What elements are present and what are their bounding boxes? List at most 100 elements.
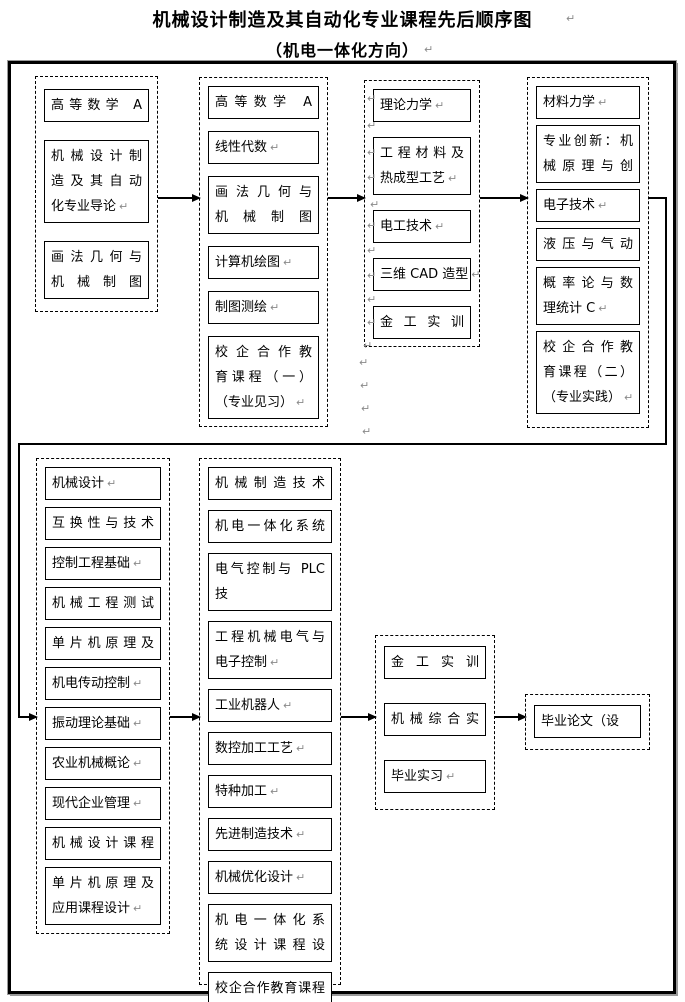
course-box: 专业创新：机械原理与创 — [536, 125, 640, 183]
course-group-stage-3: 理论力学↵工程材料及热成型工艺↵电工技术↵三维 CAD 造型↵金 工 实 训 — [364, 80, 480, 347]
course-label: 机械制造技术 — [215, 476, 325, 491]
course-box: 画法几何与机 械 制 图 — [208, 176, 319, 234]
page-title: 机械设计制造及其自动化专业课程先后顺序图 — [152, 10, 533, 31]
pilcrow-mark: ↵ — [133, 757, 143, 770]
course-box: 金 工 实 训 — [373, 306, 471, 339]
connector-segment — [18, 443, 667, 445]
connector-segment — [649, 197, 667, 199]
course-box: 校企合作教育课程（二） （专业实践）↵ — [536, 331, 640, 414]
course-label: （专业实践）↵ — [543, 390, 634, 405]
course-box: 三维 CAD 造型↵ — [373, 258, 481, 291]
course-box: 单片机原理及应用课程设计↵ — [45, 867, 161, 925]
course-box: 毕业实习↵ — [384, 760, 486, 793]
course-box: 先进制造技术↵ — [208, 818, 332, 851]
pilcrow-mark: ↵ — [367, 219, 377, 232]
course-box: 互换性与技术 — [45, 507, 161, 540]
page-subtitle: （机电一体化方向） — [265, 41, 419, 60]
course-label: 育课程（二） — [543, 365, 633, 380]
course-label: 应用课程设计↵ — [52, 901, 143, 916]
course-label: 毕业实习↵ — [391, 769, 456, 784]
course-box: 画法几何与机 械 制 图 — [44, 241, 149, 299]
course-label: 械原理与创 — [543, 159, 633, 174]
pilcrow-mark: ↵ — [119, 200, 129, 213]
course-box: 现代企业管理↵ — [45, 787, 161, 820]
course-label: 材料力学↵ — [543, 95, 608, 110]
course-box: 单片机原理及 — [45, 627, 161, 660]
flow-arrow-6-7 — [341, 713, 377, 721]
pilcrow-mark: ↵ — [367, 293, 377, 306]
course-label: 单片机原理及 — [52, 876, 154, 891]
pilcrow-mark: ↵ — [624, 391, 634, 404]
pilcrow-mark: ↵ — [270, 301, 280, 314]
course-label: 电工技术↵ — [380, 219, 445, 234]
course-label: 机 械 制 图 — [51, 275, 142, 290]
course-box: 电工技术↵ — [373, 210, 471, 243]
course-label: 制图测绘↵ — [215, 300, 280, 315]
pilcrow-mark: ↵ — [435, 220, 445, 233]
course-label: 画法几何与 — [51, 250, 142, 265]
flow-arrow-4-5 — [18, 713, 38, 721]
course-label: 热成型工艺↵ — [380, 171, 458, 186]
pilcrow-mark: ↵ — [270, 785, 280, 798]
course-box: 机 械 综 合 实 — [384, 703, 486, 736]
course-label: 电气控制与 PLC 技 — [215, 562, 325, 602]
course-group-stage-4: 材料力学↵ 专业创新：机械原理与创电子技术↵ 液压与气动概率论与数理统计 C↵ 校企合… — [527, 77, 649, 428]
course-label: 机械工程测试 — [52, 596, 154, 611]
pilcrow-mark: ↵ — [446, 770, 456, 783]
pilcrow-mark: ↵ — [367, 316, 377, 329]
course-label: 统设计课程设 — [215, 938, 325, 953]
course-label: 现代企业管理↵ — [52, 796, 143, 811]
course-box: 电气控制与 PLC 技 — [208, 553, 332, 611]
course-box: 高等数学 A — [44, 89, 149, 122]
pilcrow-mark: ↵ — [363, 339, 373, 352]
course-group-stage-6: 机械制造技术机电一体化系统电气控制与 PLC 技工程机械电气与电子控制↵工业机器… — [199, 458, 341, 1002]
course-box: 振动理论基础↵ — [45, 707, 161, 740]
flow-arrow-3-4 — [480, 194, 529, 202]
course-box: 材料力学↵ — [536, 86, 640, 119]
course-group-stage-7: 金 工 实 训机 械 综 合 实毕业实习↵ — [375, 635, 495, 810]
pilcrow-mark: ↵ — [598, 302, 608, 315]
course-label: 校企合作教 — [543, 340, 633, 355]
course-group-stage-5: 机械设计↵互换性与技术控制工程基础↵机械工程测试单片机原理及机电传动控制↵振动理… — [36, 458, 170, 934]
course-label: 化专业导论↵ — [51, 199, 129, 214]
course-label: 机械设计制 — [51, 149, 142, 164]
course-group-stage-8: 毕业论文（设 — [525, 694, 650, 750]
pilcrow-mark: ↵ — [361, 402, 371, 415]
pilcrow-mark: ↵ — [270, 656, 280, 669]
course-label: 造及其自动 — [51, 174, 142, 189]
course-box: 机械工程测试 — [45, 587, 161, 620]
course-label: 数控加工工艺↵ — [215, 741, 306, 756]
pilcrow-mark: ↵ — [296, 396, 306, 409]
course-label: 画法几何与 — [215, 185, 312, 200]
course-box: 毕业论文（设 — [534, 705, 641, 738]
course-label: 线性代数↵ — [215, 140, 280, 155]
course-label: 高等数学 A — [215, 95, 312, 110]
pilcrow-mark: ↵ — [296, 871, 306, 884]
course-label: 机 械 综 合 实 — [391, 712, 479, 727]
course-box: 校企合作教育课程（一）（专业见习）↵ — [208, 336, 319, 419]
course-box: 机械优化设计↵ — [208, 861, 332, 894]
pilcrow-mark: ↵ — [362, 425, 372, 438]
course-label: 机 械 制 图 — [215, 210, 312, 225]
course-label: （专业见习）↵ — [215, 395, 306, 410]
course-label: 三维 CAD 造型↵ — [380, 267, 481, 282]
course-label: 液压与气动 — [543, 237, 633, 252]
course-box: 概率论与数理统计 C↵ — [536, 267, 640, 325]
pilcrow-mark: ↵ — [367, 244, 377, 257]
course-box: 液压与气动 — [536, 228, 640, 261]
course-box: 农业机械概论↵ — [45, 747, 161, 780]
course-label: 工业机器人↵ — [215, 698, 293, 713]
pilcrow-mark: ↵ — [471, 268, 481, 281]
course-label: 机电一体化系 — [215, 913, 325, 928]
pilcrow-mark: ↵ — [296, 742, 306, 755]
course-label: 育课程（一） — [215, 370, 312, 385]
connector-segment — [18, 443, 20, 718]
course-box: 电子技术↵ — [536, 189, 640, 222]
flow-arrow-7-8 — [495, 713, 527, 721]
pilcrow-mark: ↵ — [598, 199, 608, 212]
flow-arrow-1-2 — [158, 194, 201, 202]
course-label: 机电传动控制↵ — [52, 676, 143, 691]
course-label: 工程机械电气与 — [215, 630, 325, 645]
flow-arrow-2-3 — [328, 194, 366, 202]
